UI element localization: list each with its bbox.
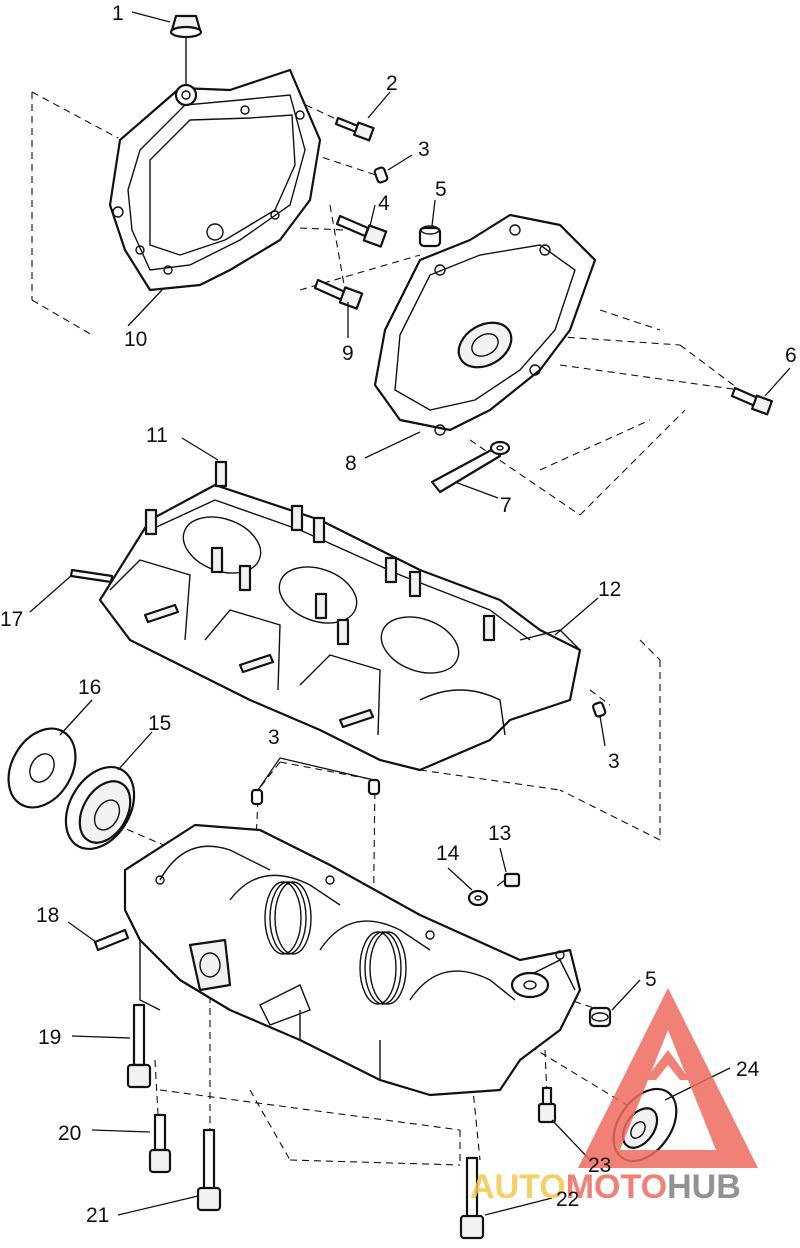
part-washer-14 [467, 889, 489, 907]
ports [143, 603, 375, 729]
leader-lines [29, 11, 791, 1216]
callout-21: 21 [86, 1204, 109, 1227]
callout-14: 14 [436, 842, 460, 865]
callout-15: 15 [148, 712, 171, 735]
callout-19: 19 [38, 1026, 61, 1049]
callout-5-bottom: 5 [645, 968, 657, 991]
part-pin-3-right [591, 701, 607, 718]
part-bolt-19 [126, 1003, 152, 1089]
part-pin-3-mid [367, 778, 381, 796]
part-seal-15 [64, 765, 136, 851]
callout-3-left: 3 [268, 726, 280, 749]
callouts: 1 2 3 4 5 6 7 8 9 10 11 12 13 14 15 16 1… [0, 2, 797, 1227]
callout-6: 6 [785, 344, 797, 367]
part-pin-3-left [250, 788, 264, 806]
watermark-triangle-icon [578, 988, 758, 1168]
callout-13: 13 [488, 822, 511, 845]
part-stud-17 [69, 568, 114, 584]
callout-17: 17 [0, 608, 23, 631]
part-bolt-21 [196, 1128, 222, 1212]
part-screw-13 [496, 872, 521, 888]
part-strap-7 [430, 440, 511, 494]
callout-23: 23 [588, 1154, 611, 1177]
studs [144, 460, 496, 646]
part-bolt-22 [459, 1156, 485, 1240]
callout-3-right: 3 [608, 750, 620, 773]
part-bolt-23 [537, 1086, 557, 1124]
callout-7: 7 [500, 494, 512, 517]
part-bolt-6 [730, 386, 774, 416]
part-bushing-5-bottom [588, 1006, 612, 1028]
part-cover [373, 213, 597, 436]
watermark-moto: MOTO [566, 1168, 667, 1206]
callout-3-top: 3 [418, 138, 430, 161]
watermark-auto: AUTO [470, 1168, 566, 1206]
part-bushing-5-top [418, 225, 442, 248]
callout-16: 16 [78, 676, 101, 699]
callout-24: 24 [736, 1058, 760, 1081]
callout-8: 8 [345, 452, 357, 475]
watermark-hub: HUB [667, 1168, 741, 1206]
watermark: AUTOMOTOHUB [470, 988, 758, 1206]
callout-1: 1 [112, 2, 124, 25]
part-bolt-9 [313, 278, 364, 310]
part-bolt-4 [335, 214, 388, 248]
callout-4: 4 [378, 192, 390, 215]
callout-22: 22 [556, 1188, 579, 1211]
part-bolt-20 [148, 1113, 172, 1174]
callout-18: 18 [36, 904, 59, 927]
part-upper-crankcase [98, 460, 582, 772]
callout-12: 12 [598, 578, 621, 601]
part-dowel-18 [93, 928, 130, 952]
callout-20: 20 [58, 1122, 81, 1145]
callout-11: 11 [146, 424, 168, 447]
callout-2: 2 [386, 72, 398, 95]
watermark-inner-mark-icon [645, 1050, 690, 1080]
callout-10: 10 [124, 328, 147, 351]
part-housing [108, 68, 322, 292]
part-lower-crankcase [123, 823, 582, 1097]
callout-5-top: 5 [435, 178, 447, 201]
part-plug [169, 14, 203, 90]
crank-bearing-rings [264, 881, 407, 1005]
svg-text:AUTOMOTOHUB: AUTOMOTOHUB [470, 1168, 741, 1206]
part-bolt-2 [334, 116, 375, 142]
part-pin-3-top [373, 166, 389, 184]
callout-9: 9 [342, 342, 354, 365]
